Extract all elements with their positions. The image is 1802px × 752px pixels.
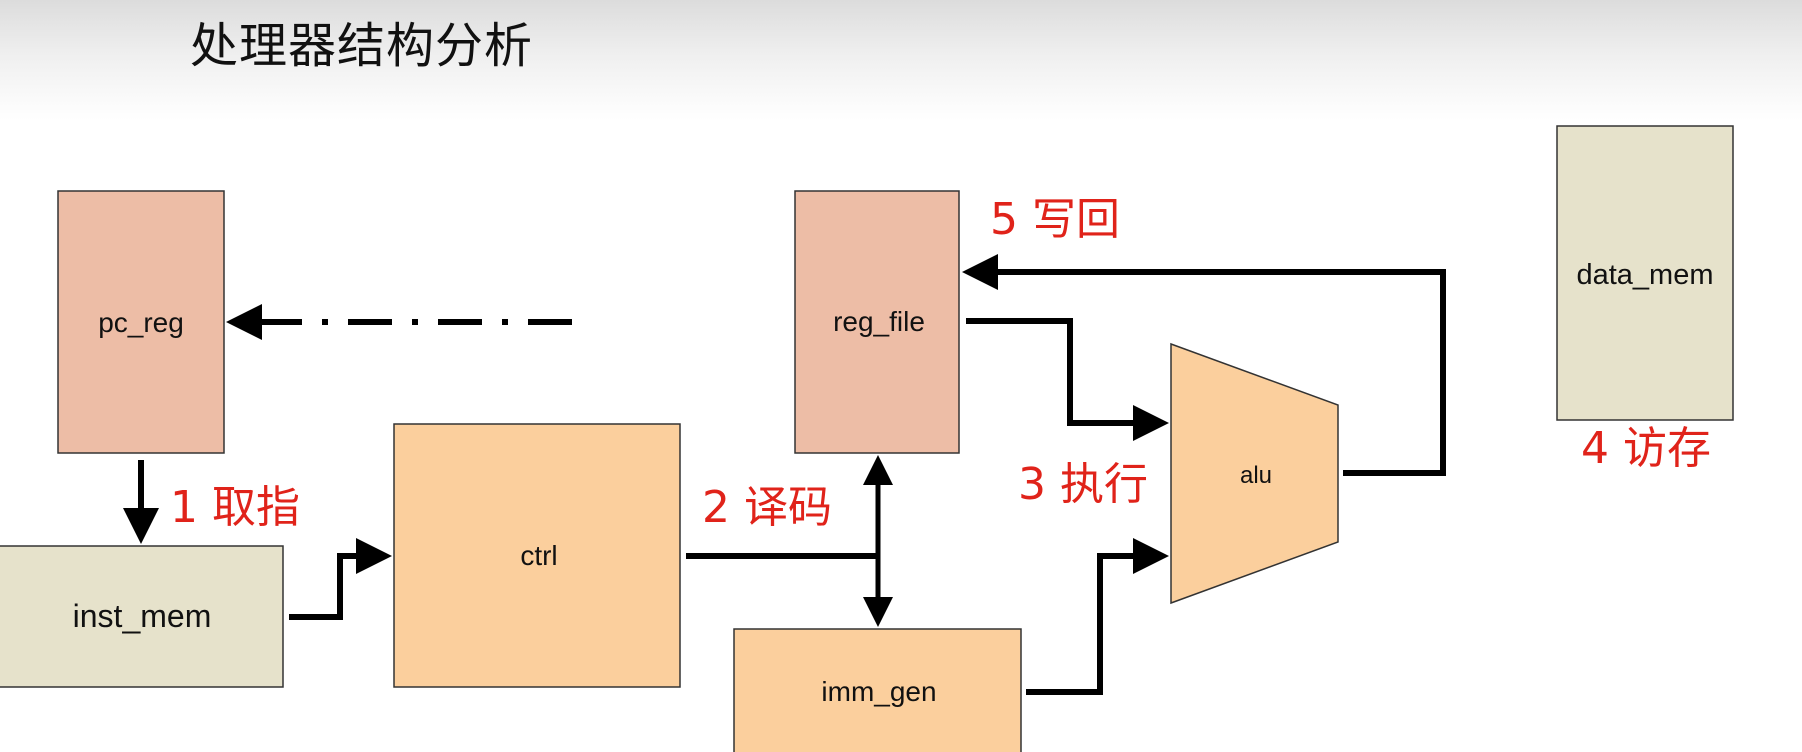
pc-reg-label: pc_reg — [98, 307, 184, 338]
pc-reg-block — [57, 190, 225, 454]
stage-execute-label: 3 执行 — [1018, 459, 1148, 510]
reg-file-label: reg_file — [833, 306, 925, 337]
ctrl-label: ctrl — [520, 540, 557, 571]
reg-file-to-alu-wire — [966, 318, 1169, 441]
stage-decode-label: 2 译码 — [702, 482, 832, 533]
stage-fetch-label: 1 取指 — [170, 482, 300, 533]
data-mem-label: data_mem — [1576, 259, 1713, 291]
inst-mem-block — [0, 545, 284, 688]
data-mem-block — [1556, 125, 1734, 421]
page-title: 处理器结构分析 — [190, 18, 534, 74]
alu-writeback-wire — [962, 254, 1446, 476]
alu-label: alu — [1240, 462, 1272, 489]
alu-block — [1170, 342, 1339, 605]
ctrl-block — [393, 423, 681, 688]
imm-gen-to-alu-wire — [1026, 538, 1169, 695]
imm-gen-block — [733, 628, 1022, 752]
imm-gen-label: imm_gen — [821, 676, 936, 707]
header-band — [0, 0, 1802, 120]
stage-writeback-label: 5 写回 — [990, 194, 1120, 245]
inst-mem-label: inst_mem — [73, 598, 212, 634]
inst-mem-to-ctrl-wire — [289, 538, 392, 620]
reg-file-block — [794, 190, 960, 454]
stage-memory-label: 4 访存 — [1581, 423, 1711, 474]
